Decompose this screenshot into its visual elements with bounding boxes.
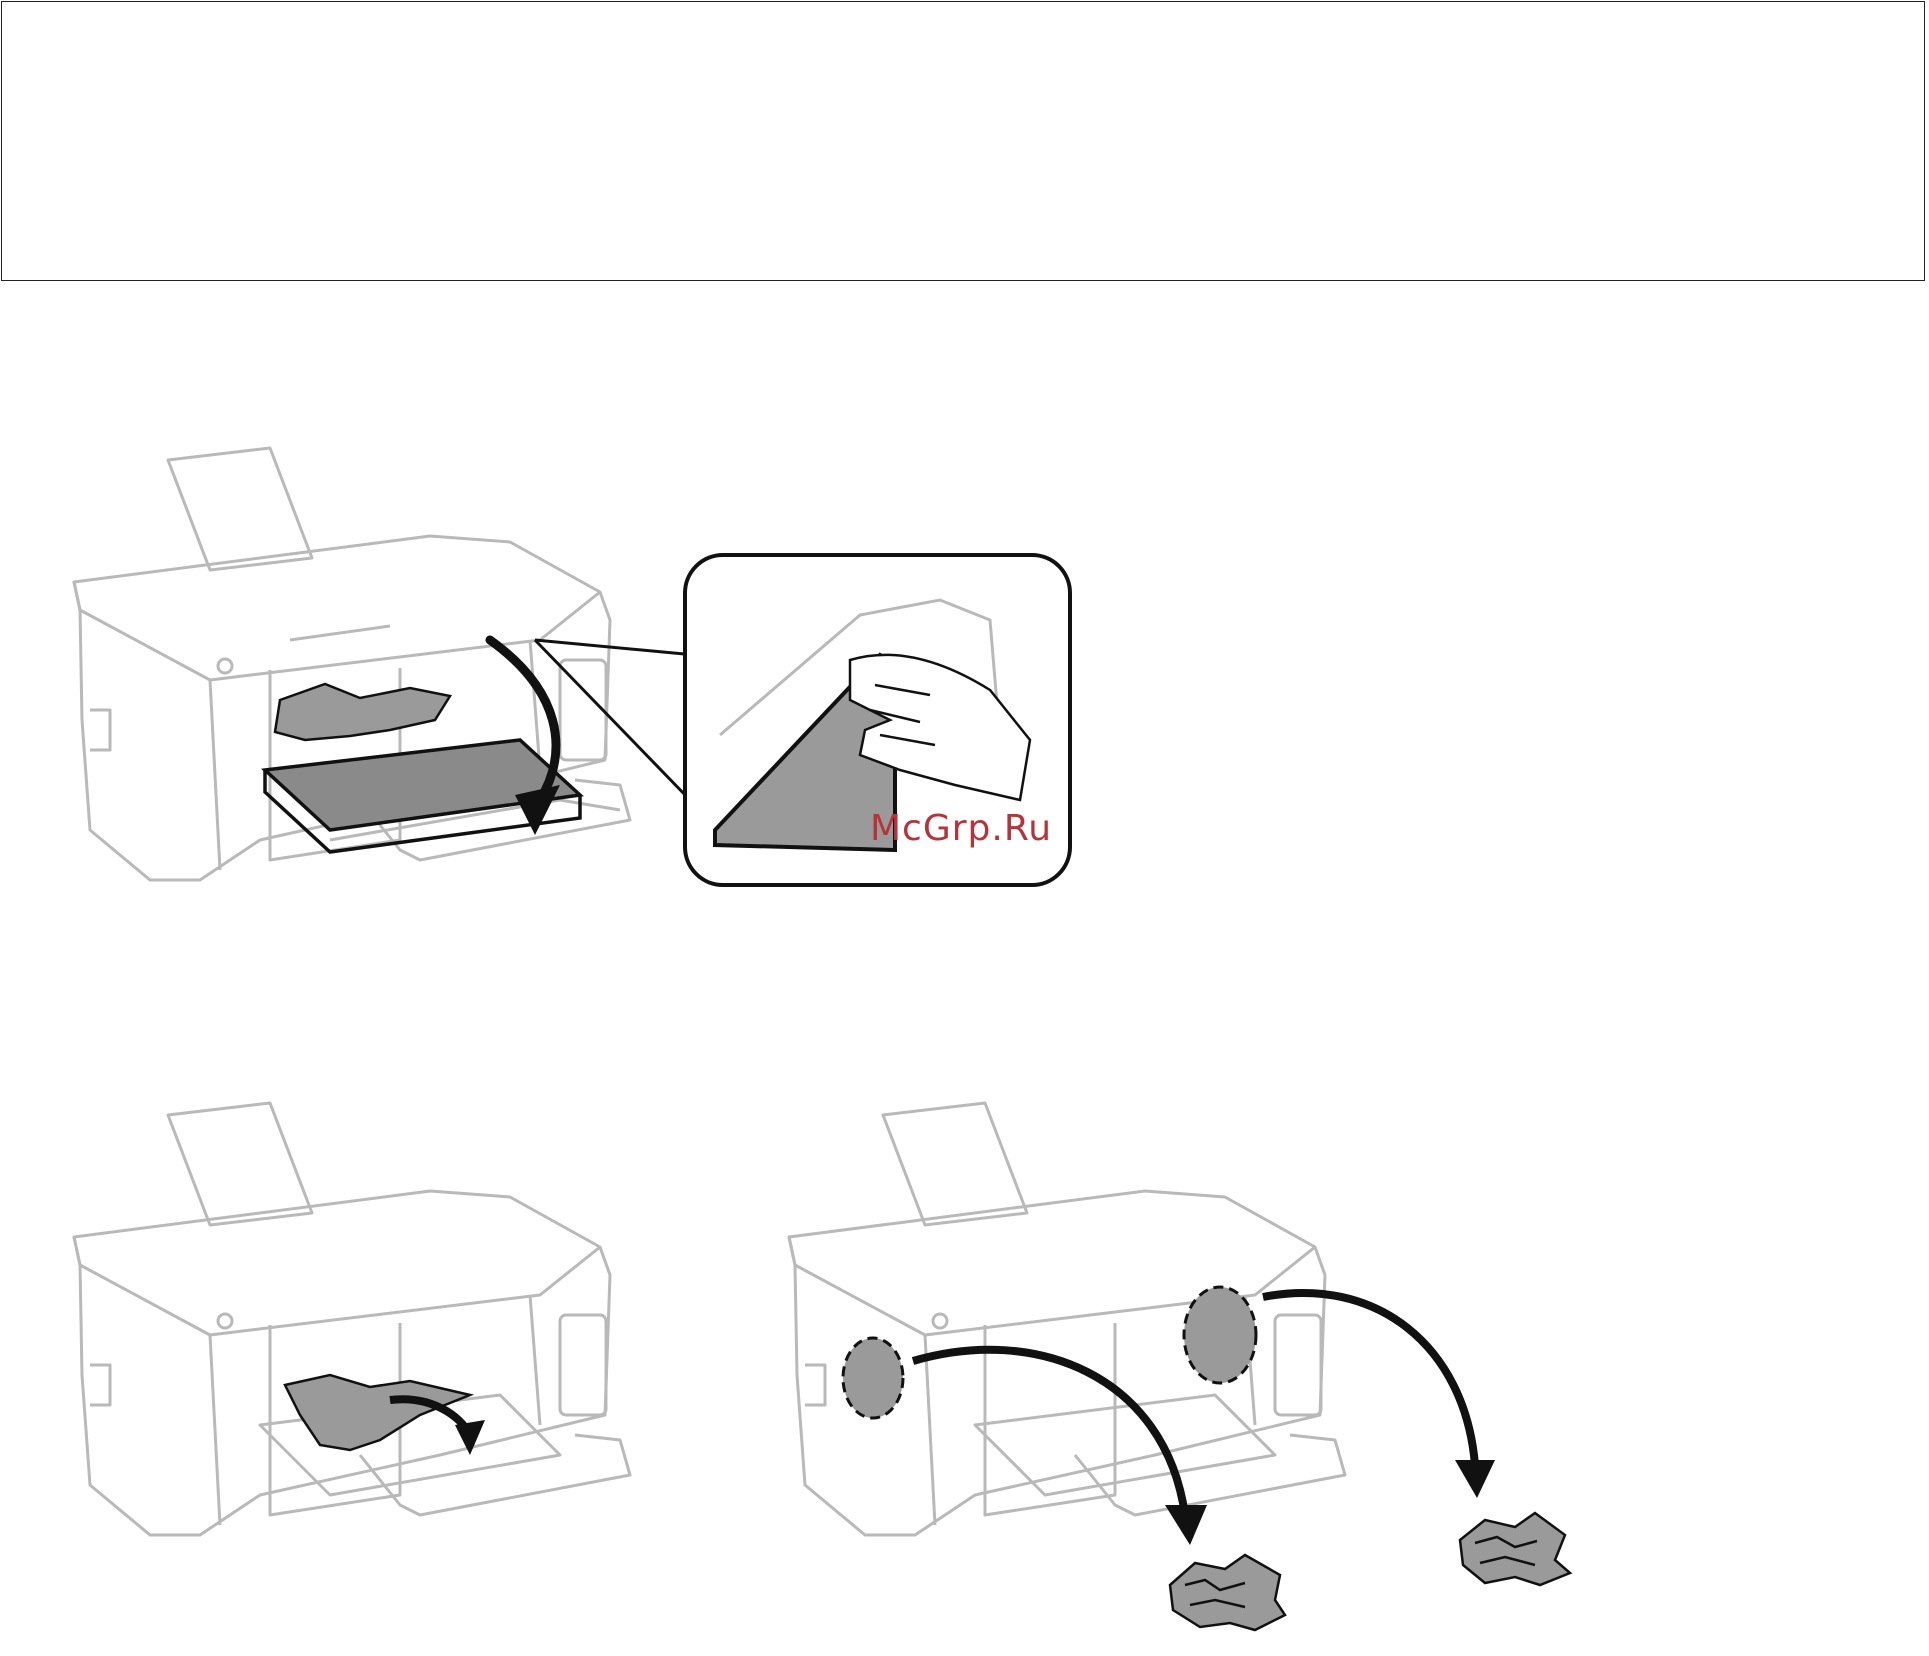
arrow-head <box>455 1420 485 1455</box>
inner-cover <box>261 738 584 854</box>
printer-body <box>72 1101 632 1537</box>
arrow-head <box>1455 1460 1495 1498</box>
hand-icon <box>848 653 1032 802</box>
jammed-paper <box>273 682 453 742</box>
figure-remove-paper-scraps <box>787 1101 1573 1632</box>
jammed-paper <box>283 1373 475 1452</box>
watermark: McGrp.Ru <box>870 808 1053 849</box>
arrow-head <box>515 785 560 835</box>
scrap-marker-left <box>841 1336 905 1420</box>
figure-remove-jammed-paper <box>72 1101 632 1537</box>
zoom-inset <box>683 553 1072 887</box>
figure-close-inner-cover <box>72 446 1072 887</box>
header-box <box>1 1 1925 281</box>
removal-arrows <box>911 1289 1479 1516</box>
printer-body <box>787 1101 1347 1537</box>
zoom-connector <box>533 638 696 802</box>
crumpled-paper-icon <box>1168 1511 1573 1632</box>
arrow-head <box>1165 1505 1207 1545</box>
cover-close-arrow <box>485 635 561 805</box>
scrap-marker-right <box>1182 1285 1258 1385</box>
